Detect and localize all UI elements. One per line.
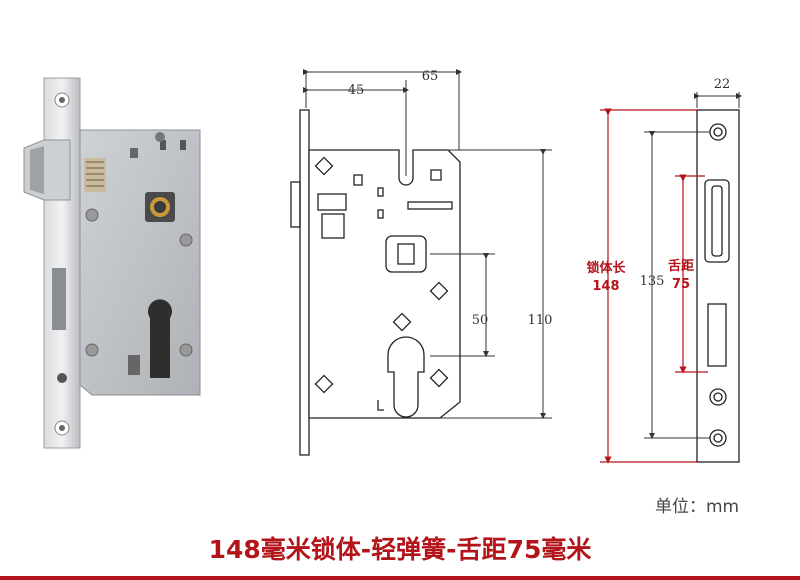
dim-45-label: 45 <box>348 83 365 98</box>
front-view-dimensions <box>303 69 552 419</box>
bottom-accent-bar <box>0 576 800 580</box>
faceplate-dimensions <box>644 92 742 439</box>
dim-65-label: 65 <box>422 69 439 84</box>
dim-22-label: 22 <box>714 77 731 92</box>
latch-distance-label-line1: 舌距 <box>668 258 694 274</box>
lock-length-label-line1: 锁体长 <box>586 260 626 276</box>
lock-length-label-line2: 148 <box>592 279 619 294</box>
lock-photo <box>23 77 201 449</box>
product-caption: 148毫米锁体-轻弹簧-舌距75毫米 <box>208 535 592 564</box>
front-view-drawing <box>290 109 461 456</box>
faceplate-side-drawing <box>696 109 740 463</box>
unit-note: 单位：mm <box>655 497 740 517</box>
latch-distance-label-line2: 75 <box>672 277 690 292</box>
dim-135-label: 135 <box>640 274 665 289</box>
dim-110-label: 110 <box>528 313 553 328</box>
red-dimensions <box>600 108 708 464</box>
dim-50-label: 50 <box>472 313 489 328</box>
